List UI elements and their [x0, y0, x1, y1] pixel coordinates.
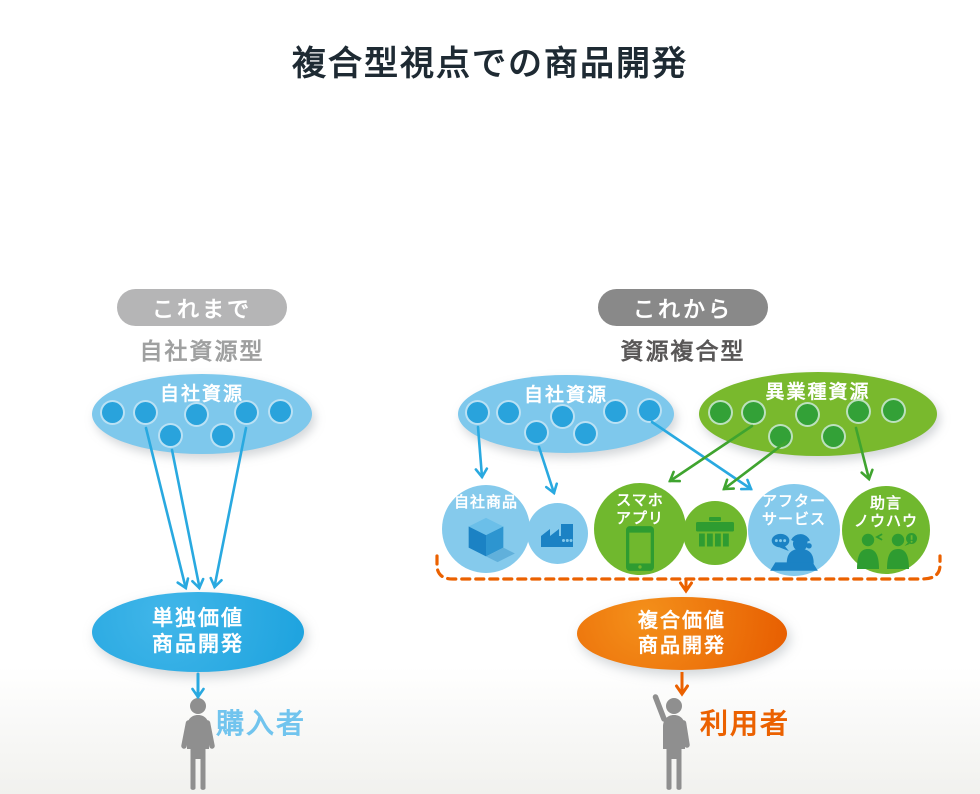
advice-knowhow-label: 助言 ノウハウ: [853, 495, 918, 530]
resource-dot: [100, 400, 125, 425]
resource-dot: [234, 400, 259, 425]
resource-dot: [496, 400, 521, 425]
resource-dot: [637, 398, 662, 423]
support-operator-icon: [770, 533, 818, 571]
own-product-label: 自社商品: [453, 494, 518, 511]
resource-dot: [821, 424, 846, 449]
resource-dot: [465, 400, 490, 425]
page-title: 複合型視点での商品開発: [292, 45, 688, 83]
resource-dot: [550, 404, 575, 429]
badge-before: これまで: [117, 289, 287, 326]
other-industry-resource-label: 異業種資源: [765, 382, 871, 403]
resource-dot: [708, 400, 733, 425]
single-value-development-label: 単独価値 商品開発: [152, 606, 244, 656]
composite-value-development-label: 複合価値 商品開発: [638, 609, 726, 657]
resource-dot: [768, 424, 793, 449]
other-industry-resource-ellipse: 異業種資源: [699, 372, 937, 456]
left-own-resource-label: 自社資源: [159, 384, 244, 405]
resource-dot: [184, 402, 209, 427]
smartphone-icon: [626, 526, 654, 571]
after-service-label: アフター サービス: [761, 493, 826, 528]
resource-dot: [881, 398, 906, 423]
resource-dot: [603, 399, 628, 424]
resource-dot: [846, 399, 871, 424]
advice-knowhow-circle: 助言 ノウハウ: [842, 486, 930, 574]
badge-before-label: これまで: [151, 296, 252, 322]
resource-dot: [268, 399, 293, 424]
cube-icon: [468, 517, 515, 563]
resource-dot: [158, 423, 183, 448]
advice-people-icon: [857, 533, 917, 569]
smartphone-app-circle: スマホ アプリ: [594, 483, 686, 575]
resource-dot: [524, 420, 549, 445]
resource-dot: [795, 402, 820, 427]
left-subtitle: 自社資源型: [139, 338, 265, 364]
store-icon: [696, 517, 734, 547]
smartphone-app-label: スマホ アプリ: [615, 492, 664, 527]
left-own-resource-ellipse: 自社資源: [92, 374, 312, 454]
right-own-resource-label: 自社資源: [523, 385, 608, 406]
single-value-development-ellipse: 単独価値 商品開発: [92, 592, 304, 672]
right-subtitle: 資源複合型: [620, 338, 746, 364]
user-person-icon: [652, 694, 690, 790]
store-circle: [683, 501, 747, 565]
right-own-resource-ellipse: 自社資源: [458, 375, 674, 453]
resource-dot: [741, 400, 766, 425]
user-label: 利用者: [700, 708, 791, 739]
resource-dot: [210, 423, 235, 448]
factory-icon: [540, 524, 573, 547]
composite-value-development-ellipse: 複合価値 商品開発: [577, 597, 787, 670]
resource-dot: [133, 400, 158, 425]
badge-after-label: これから: [632, 296, 733, 322]
resource-dot: [573, 421, 598, 446]
factory-circle: [527, 503, 588, 564]
after-service-circle: アフター サービス: [748, 484, 840, 576]
badge-after: これから: [598, 289, 768, 326]
buyer-label: 購入者: [216, 708, 307, 739]
own-product-circle: 自社商品: [442, 485, 530, 573]
buyer-person-icon: [181, 698, 215, 790]
